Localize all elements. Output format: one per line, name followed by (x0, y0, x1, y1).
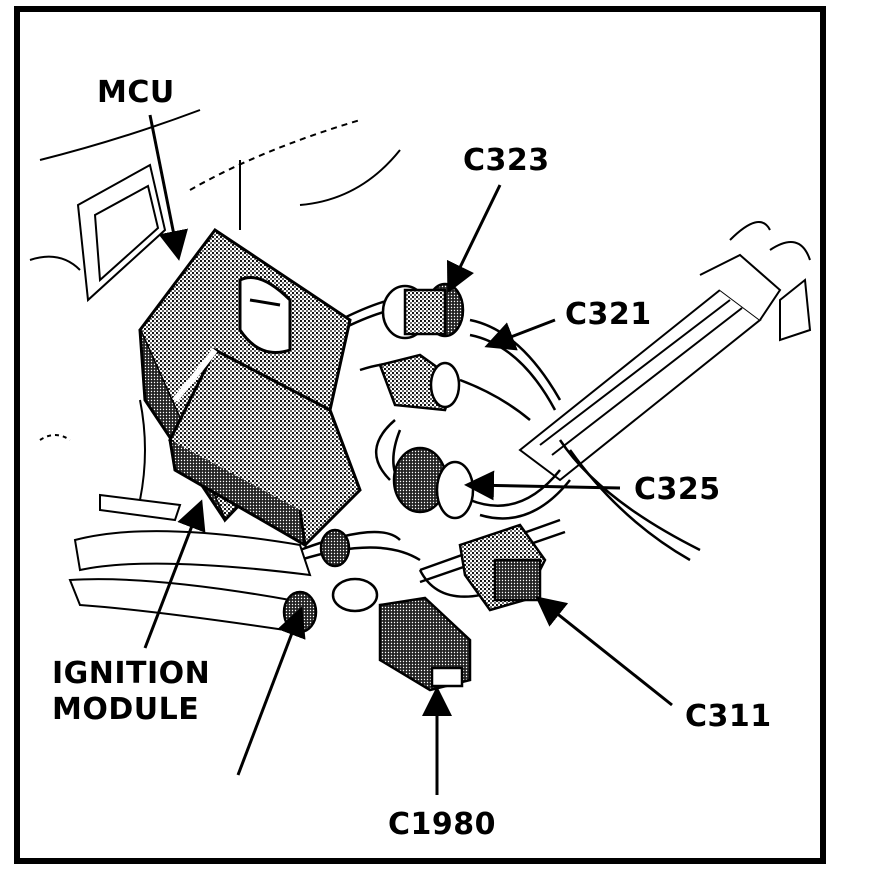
label-c323: C323 (463, 143, 550, 178)
label-c1980: C1980 (388, 807, 497, 842)
label-c321: C321 (565, 297, 652, 332)
label-mcu: MCU (97, 75, 175, 110)
label-c311: C311 (685, 699, 772, 734)
connector-c325 (392, 446, 475, 520)
mcu-box (138, 227, 362, 548)
connector-c321 (378, 353, 461, 412)
leader-arrows (143, 114, 673, 795)
label-ignition-line1: IGNITION (52, 656, 211, 691)
arrow-c325 (464, 470, 621, 501)
connector-c323 (381, 282, 465, 340)
label-ignition-module: IGNITION MODULE (52, 656, 210, 728)
label-c325: C325 (634, 472, 721, 507)
arrow-mcu (148, 114, 189, 261)
arrow-c323 (446, 184, 502, 294)
arrow-lower (236, 606, 306, 776)
arrow-ignition (143, 499, 206, 649)
lower-harness (68, 399, 312, 632)
diagram-frame (14, 6, 826, 864)
connector-c1980 (378, 596, 472, 692)
arrow-c311 (535, 596, 673, 707)
connector-small (282, 528, 379, 634)
label-ignition-line2: MODULE (52, 692, 200, 727)
arrow-c321 (484, 318, 556, 351)
main-harness (518, 221, 812, 482)
connector-c311 (458, 523, 547, 612)
